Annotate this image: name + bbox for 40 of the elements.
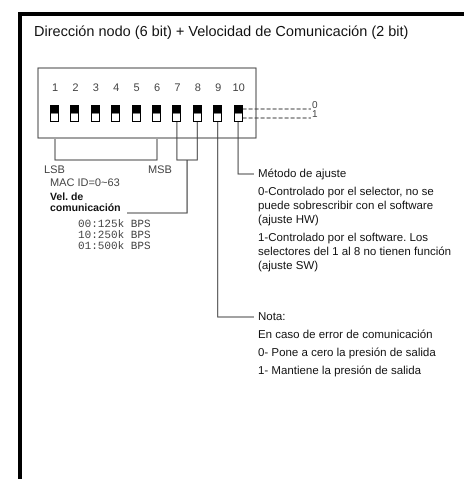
switch-position-label: 1 [312,109,318,120]
switch-number: 4 [113,82,120,94]
switch-number: 8 [194,82,201,94]
switch-number: 3 [92,82,99,94]
title: Dirección nodo (6 bit) + Velocidad de Comunicación (2 bit) [34,24,408,40]
dip-switch [213,105,222,122]
switch-number: 6 [154,82,160,94]
switch-position-label: 0 [312,100,318,111]
leader-line [238,122,254,174]
leader-line [217,122,254,318]
description: 1- Mantiene la presión de salida [258,364,422,378]
description: En caso de error de comunicación [258,328,434,342]
heading: Vel. de comunicación [50,192,122,214]
switch-number: 7 [174,82,180,94]
speed-option: 00:125k BPS [78,220,151,231]
dip-switch [132,105,141,122]
dip-switch [111,105,120,122]
description: 0-Controlado por el selector, no se puede sobrescribir con el software (ajuste HW) [258,185,435,227]
leader-line [242,108,312,110]
dip-switch [50,105,59,122]
speed-option: 01:500k BPS [78,242,151,253]
switch-number: 10 [232,82,245,94]
bit-label: MSB [148,164,172,176]
switch-number: 1 [52,82,58,94]
address-range: MAC ID=0~63 [50,177,120,189]
switch-number: 5 [134,82,140,94]
switch-number: 9 [215,82,222,94]
speed-option: 10:250k BPS [78,231,151,242]
heading: Método de ajuste [258,167,348,181]
heading: Nota: [258,310,286,324]
description: 1-Controlado por el software. Los selectores del 1 al 8 no tienen función (ajuste SW) [258,231,452,273]
dip-switch [70,105,80,122]
description: 0- Pone a cero la presión de salida [258,346,437,360]
dip-switch [172,105,182,122]
dip-switch [90,105,100,122]
dip-switch [234,105,243,122]
switch-number: 2 [72,82,78,94]
bit-label: LSB [44,164,65,176]
dip-switch [192,105,202,122]
dip-switch [152,105,161,122]
